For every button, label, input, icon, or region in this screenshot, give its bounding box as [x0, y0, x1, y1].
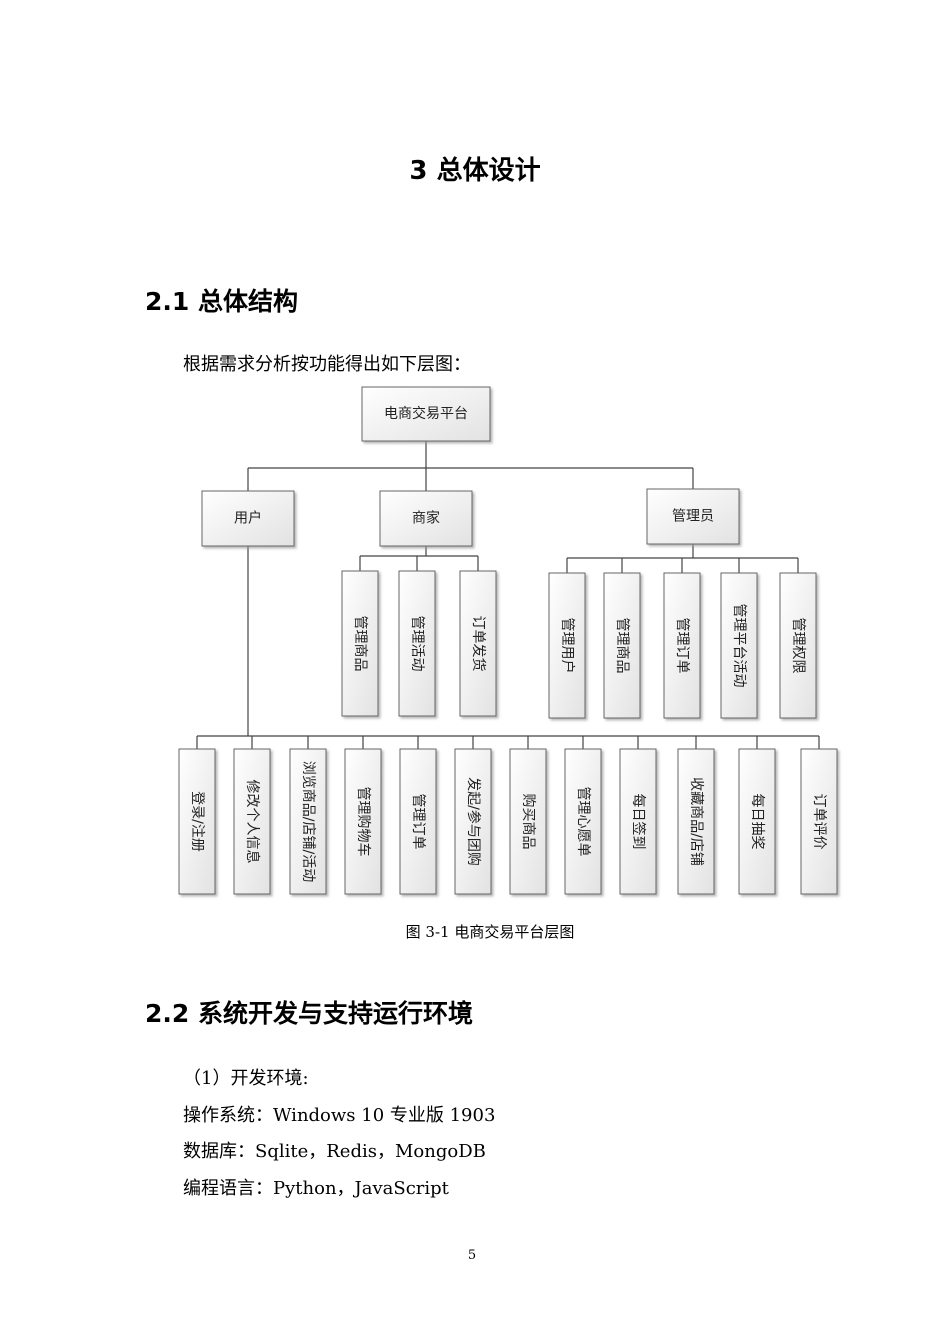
user-child-1: 修改个人信息	[233, 748, 271, 895]
user-child-5: 发起/参与团购	[454, 748, 492, 895]
user-child-0-label: 登录/注册	[189, 791, 205, 852]
user-child-6-label: 购买商品	[520, 794, 536, 850]
language-line: 编程语言：Python，JavaScript	[183, 1178, 449, 1199]
user-child-11: 订单评价	[800, 748, 838, 895]
node-user-label: 用户	[234, 510, 262, 527]
admin-child-1: 管理商品	[603, 572, 641, 719]
chapter-title: 3 总体设计	[409, 156, 541, 186]
user-child-2: 浏览商品/店铺/活动	[289, 748, 327, 895]
admin-child-3-label: 管理平台活动	[731, 604, 747, 688]
node-merchant-label: 商家	[412, 510, 440, 527]
user-child-11-label: 订单评价	[811, 794, 827, 850]
user-child-4: 管理订单	[399, 748, 437, 895]
os-line: 操作系统：Windows 10 专业版 1903	[183, 1105, 496, 1126]
merchant-child-0: 管理商品	[341, 570, 379, 717]
merchant-child-1: 管理活动	[398, 570, 436, 717]
node-admin-label: 管理员	[672, 509, 714, 525]
intro-paragraph: 根据需求分析按功能得出如下层图：	[183, 354, 471, 375]
admin-child-1-label: 管理商品	[614, 618, 630, 674]
merchant-child-2-label: 订单发货	[470, 616, 487, 672]
user-child-5-label: 发起/参与团购	[465, 777, 482, 866]
user-child-7: 管理心愿单	[564, 748, 602, 895]
section-title-environment: 2.2 系统开发与支持运行环境	[145, 999, 473, 1028]
node-user: 用户	[201, 490, 295, 547]
admin-child-0-label: 管理用户	[559, 618, 576, 674]
admin-child-3: 管理平台活动	[720, 572, 758, 719]
user-child-10-label: 每日抽奖	[749, 794, 766, 850]
user-child-8: 每日签到	[619, 748, 657, 895]
user-child-1-label: 修改个人信息	[244, 780, 261, 864]
node-root: 电商交易平台	[361, 386, 491, 442]
database-line: 数据库：Sqlite，Redis，MongoDB	[183, 1141, 486, 1162]
node-root-label: 电商交易平台	[384, 405, 468, 422]
user-child-3: 管理购物车	[344, 748, 382, 895]
connector-lines	[196, 441, 820, 749]
user-child-10: 每日抽奖	[738, 748, 776, 895]
user-child-2-label: 浏览商品/店铺/活动	[300, 761, 316, 882]
dev-env-heading: （1）开发环境:	[183, 1068, 309, 1089]
merchant-child-1-label: 管理活动	[409, 616, 425, 672]
user-child-9-label: 收藏商品/店铺	[688, 777, 704, 866]
admin-child-4-label: 管理权限	[790, 618, 806, 674]
user-child-4-label: 管理订单	[410, 794, 426, 850]
user-child-3-label: 管理购物车	[355, 787, 372, 857]
admin-child-2-label: 管理订单	[674, 618, 690, 674]
user-child-8-label: 每日签到	[630, 794, 647, 850]
node-admin: 管理员	[646, 488, 740, 545]
user-child-0: 登录/注册	[178, 748, 216, 895]
user-child-7-label: 管理心愿单	[575, 787, 591, 857]
admin-child-4: 管理权限	[779, 572, 817, 719]
user-child-9: 收藏商品/店铺	[677, 748, 715, 895]
node-merchant: 商家	[379, 490, 473, 547]
page-number: 5	[467, 1248, 477, 1263]
merchant-child-2: 订单发货	[459, 570, 497, 717]
user-child-6: 购买商品	[509, 748, 547, 895]
admin-child-2: 管理订单	[663, 572, 701, 719]
figure-caption: 图 3-1 电商交易平台层图	[405, 923, 575, 941]
admin-child-0: 管理用户	[548, 572, 586, 719]
section-title-structure: 2.1 总体结构	[145, 287, 298, 316]
merchant-child-0-label: 管理商品	[352, 616, 368, 672]
